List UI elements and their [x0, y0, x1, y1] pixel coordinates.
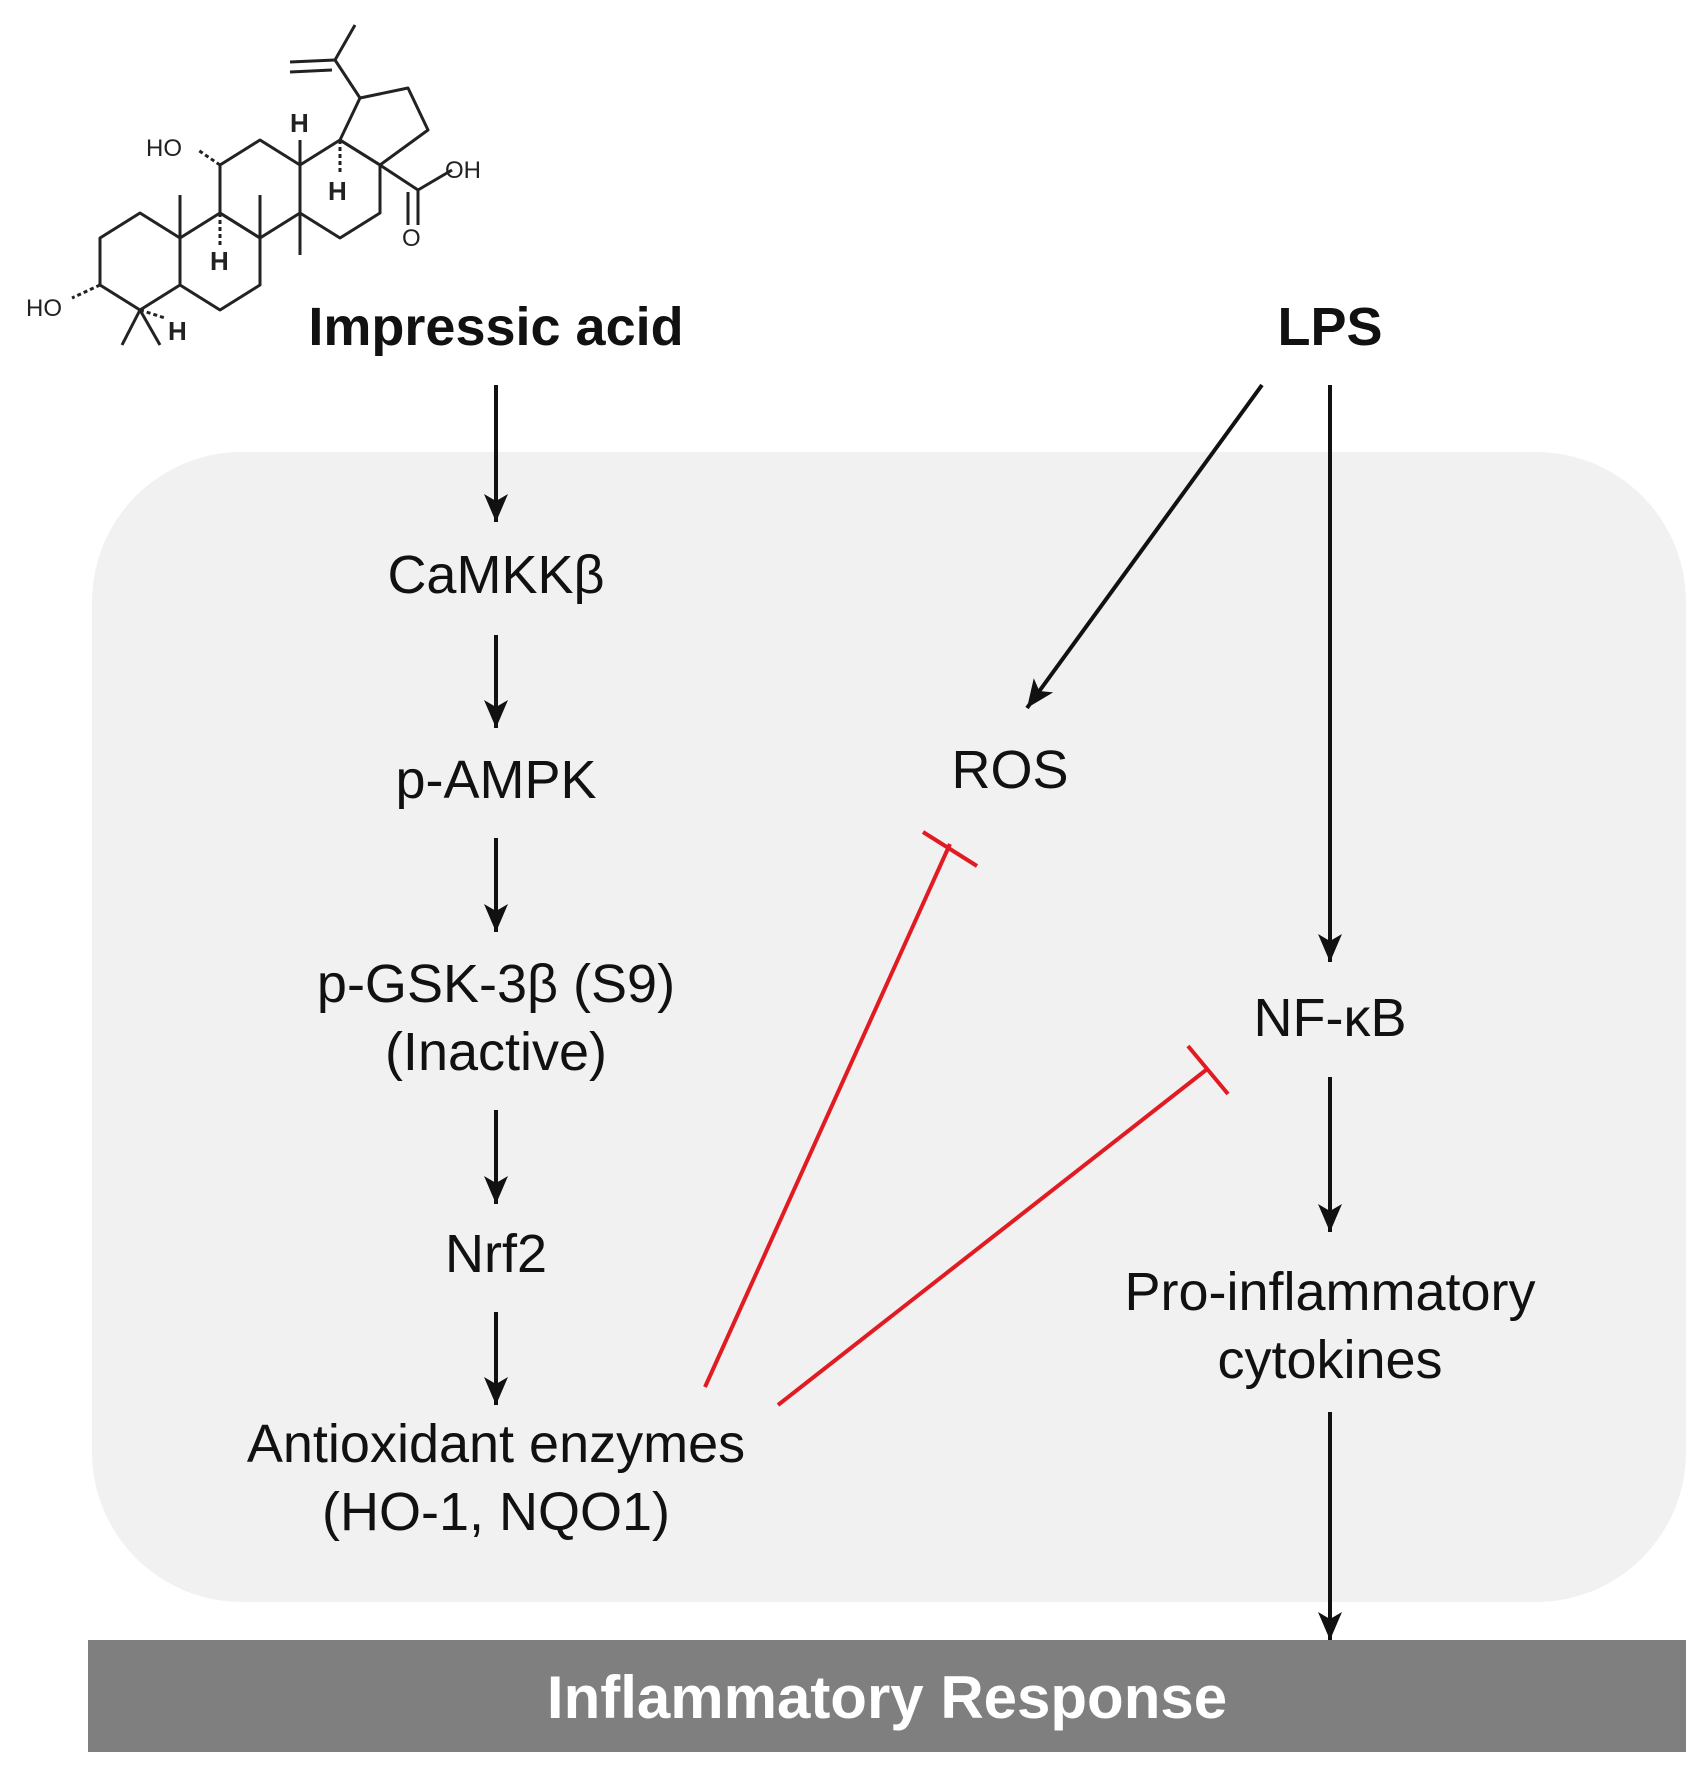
- node-lps: LPS: [1277, 297, 1382, 357]
- cell-background: [92, 452, 1686, 1602]
- inflammatory-response-label: Inflammatory Response: [547, 1664, 1227, 1731]
- node-camkkb: CaMKKβ: [387, 545, 604, 605]
- node-p-gsk3b-state: (Inactive): [385, 1022, 607, 1082]
- activation-arrows: [484, 383, 1342, 1640]
- inhibit-bar-nfkb: [1186, 1044, 1230, 1096]
- node-nf-kb: NF-κB: [1254, 988, 1407, 1048]
- arrow-lps-to-ros: [1025, 383, 1264, 710]
- structure-ho-lower: HO: [26, 295, 62, 322]
- inhibit-antioxidant-to-ros: [703, 843, 952, 1388]
- structure-oh: OH: [445, 157, 481, 184]
- node-ros: ROS: [951, 740, 1068, 800]
- inflammatory-response-bar: [88, 1640, 1686, 1752]
- inhibit-antioxidant-to-nfkb: [776, 1068, 1208, 1407]
- node-impressic-acid: Impressic acid: [308, 297, 683, 357]
- node-nrf2: Nrf2: [445, 1224, 547, 1284]
- structure-o: O: [402, 225, 421, 252]
- node-p-ampk: p-AMPK: [395, 750, 596, 810]
- structure-atom-labels: HO HO OH O H H H H: [26, 108, 481, 346]
- inhibit-bar-ros: [921, 830, 979, 868]
- node-cytokines: cytokines: [1217, 1330, 1442, 1390]
- inhibition-lines: [703, 830, 1230, 1407]
- structure-h-2: H: [328, 176, 347, 206]
- node-antioxidant-enzymes: Antioxidant enzymes: [247, 1414, 745, 1474]
- node-pro-inflammatory: Pro-inflammatory: [1124, 1262, 1535, 1322]
- structure-ho-upper: HO: [146, 135, 182, 162]
- structure-h-1: H: [290, 108, 309, 138]
- node-antioxidant-enzymes-examples: (HO-1, NQO1): [322, 1482, 670, 1542]
- impressic-acid-structure: [71, 24, 453, 346]
- structure-h-3: H: [210, 246, 229, 276]
- structure-h-4: H: [168, 316, 187, 346]
- node-p-gsk3b: p-GSK-3β (S9): [317, 954, 675, 1014]
